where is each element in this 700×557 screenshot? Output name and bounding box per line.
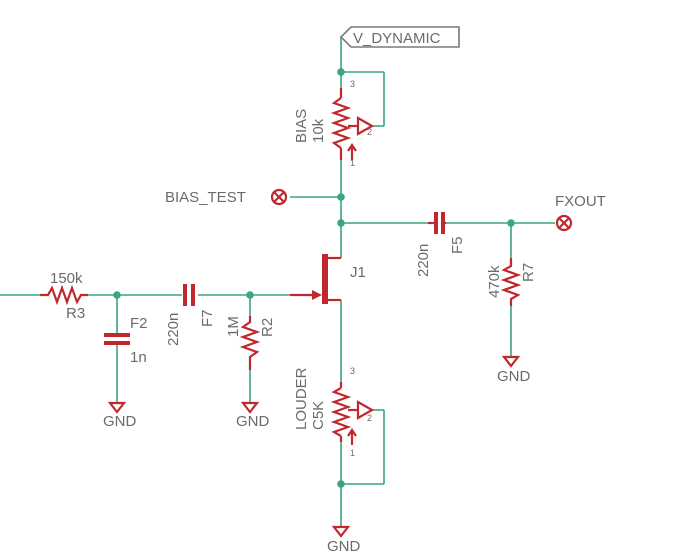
louder-pin1-label: 1 [350,448,355,458]
resistor-r3: 150k R3 [40,270,88,322]
f5-name-label: F5 [449,236,466,254]
louder-potentiometer: 3 2 1 LOUDER C5K [293,366,375,458]
louder-name-label: LOUDER [293,367,310,430]
bias-pin2-label: 2 [367,127,372,137]
resistor-r2: 1M R2 [225,316,276,370]
ground-symbol: GND [236,401,270,430]
capacitor-f5: 220n F5 [415,212,466,277]
jfet-j1: J1 [290,254,366,304]
louder-value-label: C5K [310,401,327,430]
capacitor-f7: 220n F7 [165,284,216,346]
r3-name-label: R3 [66,305,85,322]
resistor-r7: 470k R7 [486,258,537,306]
bias-value-label: 10k [310,118,327,143]
bias-potentiometer: 3 2 1 BIAS 10k [293,79,375,168]
junction-dot [337,68,345,76]
ground-symbol: GND [497,355,531,385]
r3-value-label: 150k [50,270,83,287]
junction-dot [337,193,345,201]
junction-dot [246,291,254,299]
junction-dot [337,480,345,488]
junction-dot [507,219,515,227]
f7-name-label: F7 [199,309,216,327]
louder-pin2-label: 2 [367,413,372,423]
ground-label: GND [497,368,531,385]
fxout-label: FXOUT [555,193,606,210]
r2-name-label: R2 [259,318,276,337]
f5-value-label: 220n [415,244,432,277]
ground-label: GND [103,413,137,430]
supply-label: V_DYNAMIC [353,30,441,47]
ground-symbol: GND [327,525,361,555]
ground-symbol: GND [103,401,137,430]
bias-pin1-label: 1 [350,158,355,168]
ground-label: GND [327,538,361,555]
louder-pin3-label: 3 [350,366,355,376]
j1-name-label: J1 [350,264,366,281]
junction-dot [337,219,345,227]
bias-test-point: BIAS_TEST [165,188,288,206]
r7-value-label: 470k [486,265,503,298]
fxout-test-point: FXOUT [555,193,606,232]
f2-value-label: 1n [130,349,147,366]
f7-value-label: 220n [165,313,182,346]
ground-label: GND [236,413,270,430]
r2-value-label: 1M [225,316,242,337]
supply-flag: V_DYNAMIC [339,26,460,48]
bias-pin3-label: 3 [350,79,355,89]
r7-name-label: R7 [520,263,537,282]
junction-dot [113,291,121,299]
capacitor-f2: F2 1n [104,315,148,366]
bias-test-label: BIAS_TEST [165,189,246,206]
bias-name-label: BIAS [293,109,310,143]
wires [0,37,555,527]
f2-name-label: F2 [130,315,148,332]
junctions [113,68,515,488]
